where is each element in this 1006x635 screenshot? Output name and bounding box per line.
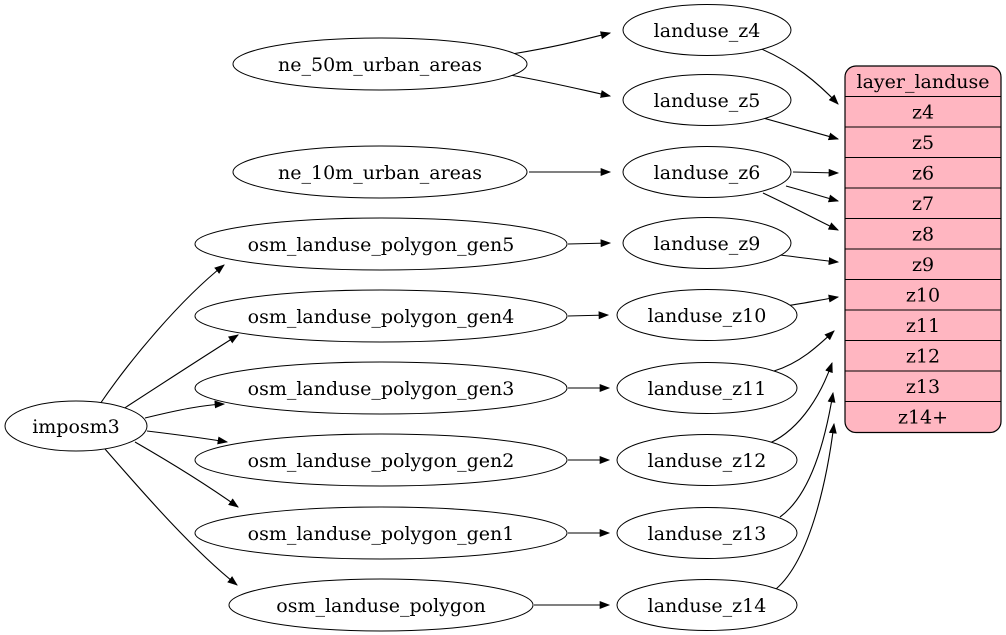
node-landuse-z12-label: landuse_z12 [648,450,767,472]
node-osm-landuse-polygon-gen2-label: osm_landuse_polygon_gen2 [248,450,515,472]
edge-landuse-z11-layer-z11 [773,330,835,372]
layer-landuse-row-z9: z9 [912,254,934,276]
node-landuse-z12: landuse_z12 [616,434,798,486]
edge-ne-50m-urban-areas-landuse-z5 [509,74,612,98]
layer-landuse-header: layer_landuse [857,71,990,93]
node-ne-50m-urban-areas-label: ne_50m_urban_areas [278,54,482,76]
layer-landuse-row-z12: z12 [906,346,940,368]
edge-landuse-z13-layer-z13 [779,391,836,518]
node-osm-landuse-polygon-gen1-label: osm_landuse_polygon_gen1 [248,523,515,545]
node-ne-10m-urban-areas-label: ne_10m_urban_areas [278,162,482,184]
node-osm-landuse-polygon-gen3: osm_landuse_polygon_gen3 [194,361,568,415]
layer-landuse-row-z8: z8 [912,224,934,246]
node-landuse-z13: landuse_z13 [616,507,798,559]
node-landuse-z11-label: landuse_z11 [648,378,767,400]
edge-osm-landuse-polygon-gen5-landuse-z9 [567,239,612,248]
node-landuse-z4-label: landuse_z4 [654,20,761,42]
node-landuse-z9: landuse_z9 [622,217,792,269]
edge-landuse-z6-layer-z7 [785,185,840,203]
table-layer-landuse: layer_landuse z4 z5 z6 z7 z8 z9 z10 z11 … [844,65,1002,434]
edge-group [99,31,840,609]
edge-imposm3-osm-landuse-polygon-gen1 [134,441,239,508]
node-landuse-z14-label: landuse_z14 [648,595,767,617]
node-imposm3: imposm3 [4,400,148,452]
node-landuse-z6-label: landuse_z6 [654,162,761,184]
layer-landuse-row-z10: z10 [906,285,940,307]
node-osm-landuse-polygon-gen3-label: osm_landuse_polygon_gen3 [248,378,515,400]
edge-imposm3-osm-landuse-polygon [104,448,238,586]
node-osm-landuse-polygon-gen5: osm_landuse_polygon_gen5 [194,217,568,271]
edge-osm-landuse-polygon-gen4-landuse-z10 [567,311,610,320]
edge-landuse-z5-layer-z5 [755,115,840,141]
edge-imposm3-osm-landuse-polygon-gen2 [146,430,229,445]
edge-imposm3-osm-landuse-polygon-gen4 [119,334,239,412]
node-landuse-z4: landuse_z4 [622,4,792,56]
node-landuse-z14: landuse_z14 [616,579,798,631]
node-osm-landuse-polygon-label: osm_landuse_polygon [276,595,486,617]
node-ne-50m-urban-areas: ne_50m_urban_areas [232,37,528,91]
node-osm-landuse-polygon-gen4-label: osm_landuse_polygon_gen4 [248,306,515,328]
layer-landuse-row-z14plus: z14+ [898,407,948,429]
edge-landuse-z4-layer-z4 [756,46,839,105]
node-osm-landuse-polygon: osm_landuse_polygon [228,578,534,632]
layer-landuse-row-z5: z5 [912,132,934,154]
node-osm-landuse-polygon-gen4: osm_landuse_polygon_gen4 [194,289,568,343]
node-osm-landuse-polygon-gen5-label: osm_landuse_polygon_gen5 [248,234,515,256]
node-landuse-z5: landuse_z5 [622,74,792,126]
node-osm-landuse-polygon-gen2: osm_landuse_polygon_gen2 [194,433,568,487]
layer-landuse-row-z13: z13 [906,376,940,398]
layer-landuse-row-z7: z7 [912,193,934,215]
node-landuse-z10-label: landuse_z10 [648,305,767,327]
edge-landuse-z6-layer-z8 [762,192,839,231]
edge-landuse-z9-layer-z9 [779,254,840,266]
node-landuse-z13-label: landuse_z13 [648,523,767,545]
node-landuse-z10: landuse_z10 [616,289,798,341]
node-landuse-z6: landuse_z6 [622,146,792,198]
layer-landuse-row-z4: z4 [912,102,934,124]
edge-landuse-z14-layer-z14plus [775,422,837,590]
edge-ne-50m-urban-areas-landuse-z4 [511,31,612,55]
node-osm-landuse-polygon-gen1: osm_landuse_polygon_gen1 [194,506,568,560]
node-landuse-z11: landuse_z11 [616,362,798,414]
layer-landuse-row-z6: z6 [912,163,934,185]
node-imposm3-label: imposm3 [32,416,120,438]
edge-landuse-z12-layer-z12 [769,361,833,444]
edge-landuse-z10-layer-z10 [785,294,840,307]
node-ne-10m-urban-areas: ne_10m_urban_areas [232,145,528,199]
layer-landuse-row-z11: z11 [906,315,940,337]
edge-landuse-z6-layer-z6 [792,168,840,177]
edge-imposm3-osm-landuse-polygon-gen3 [144,400,226,419]
node-landuse-z5-label: landuse_z5 [654,90,761,112]
edge-imposm3-osm-landuse-polygon-gen5 [99,264,225,405]
node-landuse-z9-label: landuse_z9 [654,233,761,255]
